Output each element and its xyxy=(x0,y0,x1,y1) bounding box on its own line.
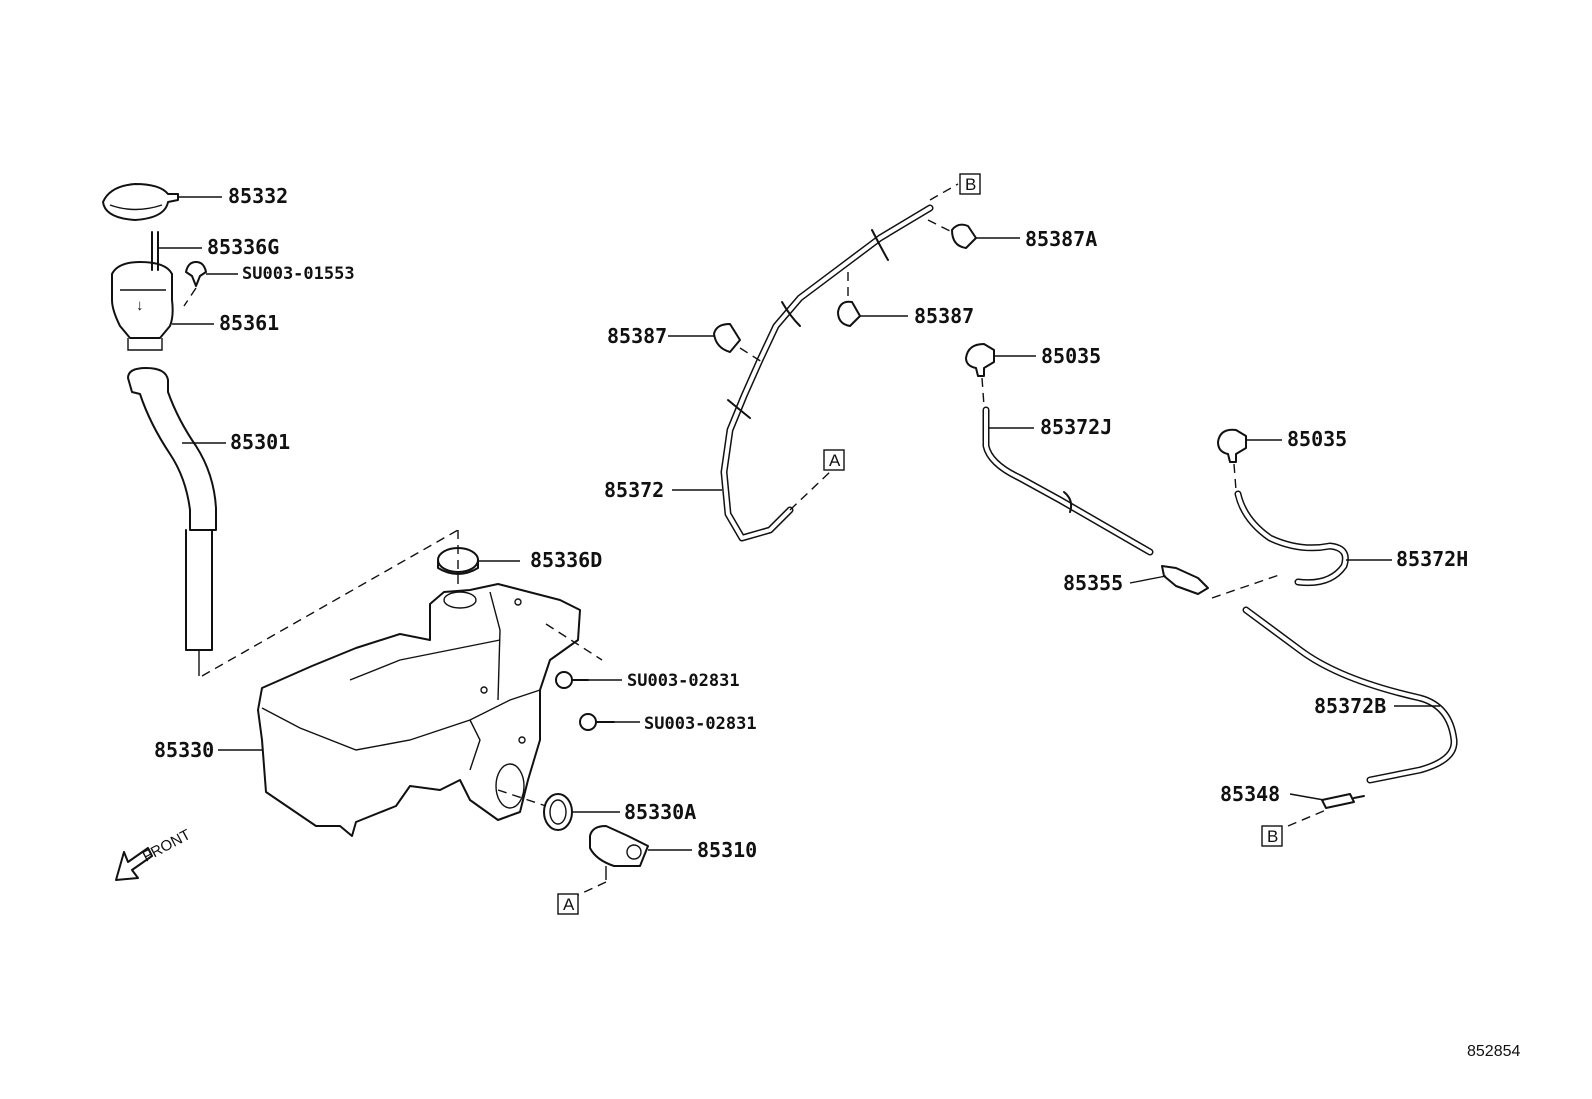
label-85387-left: 85387 xyxy=(607,324,667,348)
svg-text:B: B xyxy=(1267,827,1278,846)
connector-box-a-lower: A xyxy=(557,893,579,915)
label-85387a: 85387A xyxy=(1025,227,1097,251)
svg-text:B: B xyxy=(965,175,976,194)
clip-icon-85387a xyxy=(951,223,977,249)
washer-hose-85372 xyxy=(720,204,934,542)
washer-hose-85372h xyxy=(1234,490,1349,587)
connector-box-b-upper: B xyxy=(959,173,981,195)
label-su003-02831-lower: SU003-02831 xyxy=(644,714,757,734)
label-85330: 85330 xyxy=(154,738,214,762)
washer-nozzle-85035-lower xyxy=(1217,428,1247,463)
pump-grommet-85330a xyxy=(543,793,573,831)
connector-box-a-upper: A xyxy=(823,449,845,471)
connector-box-b-lower: B xyxy=(1261,825,1283,847)
label-85348: 85348 xyxy=(1220,782,1280,806)
front-arrow-icon xyxy=(115,847,153,881)
filler-hose xyxy=(127,367,217,676)
label-85372j: 85372J xyxy=(1040,415,1112,439)
label-su003-02831-upper: SU003-02831 xyxy=(627,671,740,691)
filler-cap-illustration xyxy=(102,183,179,221)
grommet-85336d xyxy=(437,547,479,575)
label-85310: 85310 xyxy=(697,838,757,862)
label-85332: 85332 xyxy=(228,184,288,208)
label-85301: 85301 xyxy=(230,430,290,454)
washer-pump-85310 xyxy=(589,825,649,880)
diagram-reference-number: 852854 xyxy=(1467,1043,1520,1060)
label-su003-01553: SU003-01553 xyxy=(242,264,355,284)
label-85372h: 85372H xyxy=(1396,547,1468,571)
svg-text:A: A xyxy=(829,451,841,470)
label-85361: 85361 xyxy=(219,311,279,335)
clip-icon-85387-right xyxy=(837,300,861,327)
label-85336d: 85336D xyxy=(530,548,602,572)
label-85387-right: 85387 xyxy=(914,304,974,328)
washer-tank-illustration xyxy=(257,583,581,837)
label-85355: 85355 xyxy=(1063,571,1123,595)
label-85372b: 85372B xyxy=(1314,694,1386,718)
washer-hose-85372j xyxy=(982,406,1154,556)
front-direction-label: FRONT xyxy=(140,826,194,865)
label-85336g: 85336G xyxy=(207,235,279,259)
bolt-icon-su02831-lower xyxy=(579,713,615,731)
svg-text:A: A xyxy=(563,895,575,914)
bolt-icon-su02831-upper xyxy=(555,671,589,689)
clip-icon-su01553 xyxy=(185,261,207,287)
label-85035-lower: 85035 xyxy=(1287,427,1347,451)
hose-joint-85348 xyxy=(1321,793,1365,809)
svg-text:↓: ↓ xyxy=(136,297,144,314)
label-85372: 85372 xyxy=(604,478,664,502)
washer-nozzle-85035-upper xyxy=(965,343,995,377)
label-85035-upper: 85035 xyxy=(1041,344,1101,368)
filler-neck-cap: ↓ xyxy=(111,261,174,351)
check-valve-85355 xyxy=(1161,565,1209,595)
label-85330a: 85330A xyxy=(624,800,696,824)
washer-hose-85372b xyxy=(1242,606,1458,784)
clip-icon-85387-left xyxy=(713,323,741,353)
